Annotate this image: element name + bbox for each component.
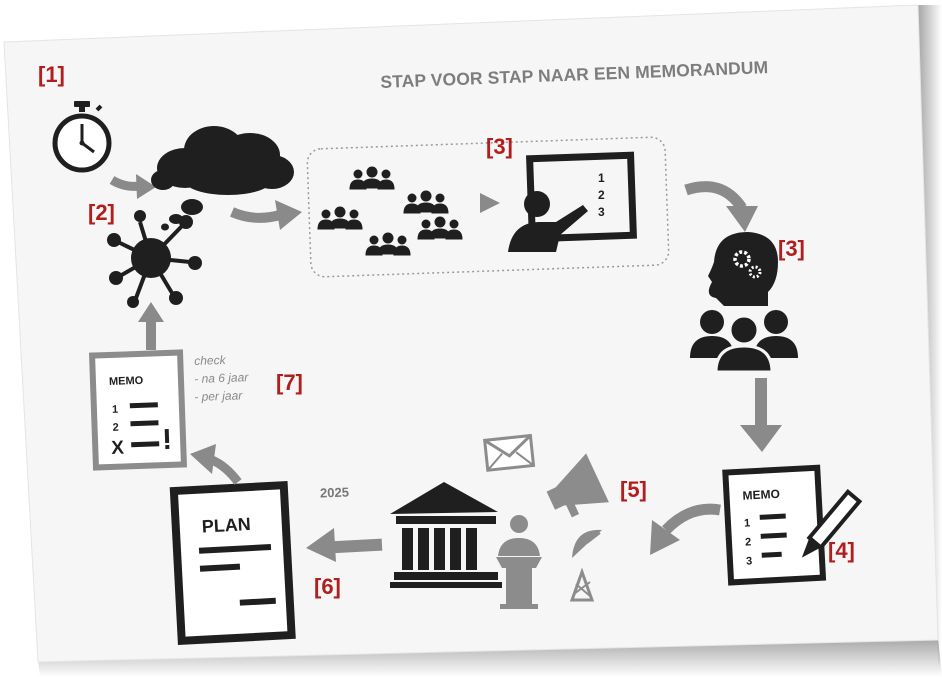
- plan-document-icon: PLAN: [169, 481, 296, 645]
- step-label-3-thinking: [3]: [778, 236, 805, 261]
- check-note-line-1: check: [194, 352, 226, 368]
- card-shadow-right: [918, 5, 942, 664]
- step-label-4: [4]: [828, 538, 855, 563]
- step-label-7: [7]: [276, 370, 303, 395]
- memo-document-icon: MEMO 1 2 3: [722, 464, 827, 586]
- arrow-down-stem: [755, 378, 767, 428]
- memo-heading: MEMO: [742, 487, 780, 503]
- people-cluster: [403, 190, 449, 214]
- people-cluster: [349, 166, 395, 190]
- presenter-board-icon: 1 2 3: [508, 151, 637, 252]
- satellite-dish-icon: [569, 529, 602, 602]
- review-memo-row-2: 2: [112, 422, 119, 434]
- step-label-1: [1]: [38, 62, 65, 87]
- step-label-6: [6]: [314, 574, 341, 599]
- arrow-plan-to-memo: [210, 455, 242, 485]
- memo-row-3: 3: [746, 555, 753, 567]
- board-number-3: 3: [598, 205, 605, 219]
- arrow-groups-to-presenter: [480, 193, 500, 213]
- board-number-2: 2: [598, 188, 605, 202]
- arrow-memo-to-media-head: [650, 520, 680, 555]
- memo-row-2: 2: [745, 536, 752, 548]
- thinking-head-gears-icon: [708, 232, 778, 306]
- review-memo-row-3: X: [111, 438, 125, 459]
- envelope-icon: [483, 433, 536, 472]
- people-cluster: [365, 232, 411, 256]
- step-label-2: [2]: [88, 200, 115, 225]
- arrow-presenter-to-thinking-head: [726, 206, 758, 232]
- arrow-building-to-plan-head: [306, 528, 336, 562]
- review-memo-icon: MEMO 1 2 X: [88, 349, 188, 471]
- arrow-presenter-to-thinking: [684, 181, 747, 212]
- year-label: 2025: [319, 484, 350, 501]
- step-label-5: [5]: [620, 477, 647, 502]
- speaker-podium-icon: [496, 515, 542, 609]
- pencil-icon: [801, 488, 863, 558]
- arrow-2-to-groups-head: [275, 200, 302, 230]
- groups-box: [306, 136, 670, 278]
- people-cluster: [417, 216, 463, 240]
- team-group-icon: [690, 310, 798, 374]
- arrow-memo-to-network-stem: [146, 320, 156, 350]
- review-memo-heading: MEMO: [109, 375, 144, 388]
- arrow-down-head: [740, 425, 782, 452]
- memo-row-1: 1: [744, 517, 751, 529]
- arrow-2-to-groups: [230, 207, 282, 223]
- stopwatch-icon: [52, 101, 112, 173]
- cloud-icon: [151, 126, 294, 195]
- card-shadow-bottom: [38, 638, 942, 677]
- arrow-building-to-plan-stem: [329, 538, 383, 554]
- megaphone-icon: [546, 453, 609, 518]
- plan-heading: PLAN: [201, 514, 251, 537]
- government-building-icon: [390, 482, 502, 588]
- arrow-memo-to-network-head: [138, 302, 164, 322]
- check-note-line-2: - na 6 jaar: [194, 370, 249, 386]
- step-label-3-presenter: [3]: [486, 134, 513, 159]
- board-number-1: 1: [598, 171, 605, 185]
- people-groups-icon: [317, 166, 463, 256]
- network-hub-icon: [107, 210, 202, 308]
- arrow-memo-to-media: [662, 503, 721, 534]
- arrow-1-to-2-head: [136, 174, 156, 199]
- arrow-plan-to-memo-head: [190, 444, 216, 474]
- review-memo-row-1: 1: [112, 404, 119, 416]
- check-note-line-3: - per jaar: [194, 388, 243, 404]
- people-cluster: [317, 206, 363, 230]
